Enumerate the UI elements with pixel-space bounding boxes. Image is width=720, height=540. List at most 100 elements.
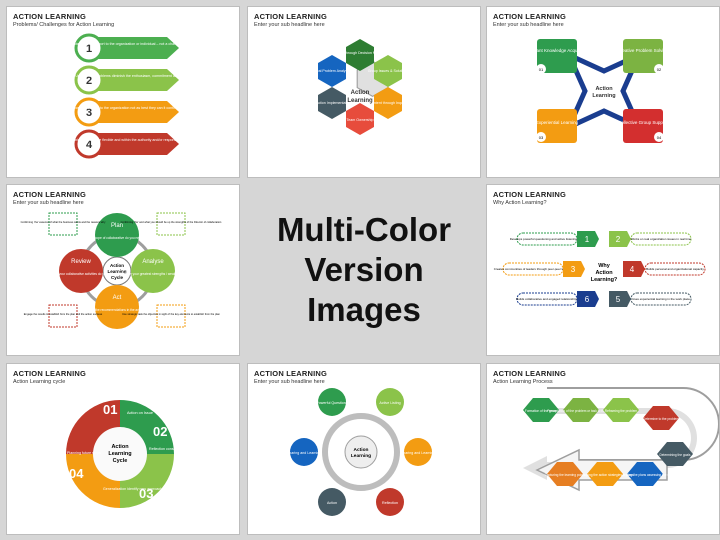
process-step-3: Reframing the problem [603, 398, 639, 422]
svg-text:Capturing the learning points: Capturing the learning points [545, 473, 586, 477]
slide-problems-challenges[interactable]: ACTION LEARNING Problems/ Challenges for… [6, 6, 240, 178]
slide-why-action-learning[interactable]: ACTION LEARNING Why Action Learning? Why… [486, 184, 720, 356]
satellite-1: Powerful Questions [316, 388, 348, 416]
title-line-2: Version Images [304, 251, 424, 328]
svg-text:2: 2 [616, 235, 621, 244]
svg-text:Sharing and Learning: Sharing and Learning [401, 451, 435, 455]
svg-text:Sharing and Learning: Sharing and Learning [287, 451, 321, 455]
slide-action-learning-process[interactable]: ACTION LEARNING Action Learning Process … [486, 363, 720, 535]
multi-color-title: Multi-Color Version Images [247, 184, 481, 356]
hexagon-item-4: Team Ownership [346, 103, 374, 135]
arrow-text: Reputation and support to the organizati… [67, 42, 200, 46]
slide-subtitle: Why Action Learning? [493, 200, 547, 206]
svg-text:Uses experiential learning in: Uses experiential learning in the work p… [632, 297, 690, 301]
process-step-8: Capturing the learning points [545, 462, 586, 486]
slide-subtitle: Enter your sub headline here [254, 22, 325, 28]
hexagon-item-5: Solution Implementation [313, 87, 352, 119]
process-path-graphic: Formation of the group Presentation of t… [523, 387, 719, 492]
arrow-shape [95, 69, 179, 91]
slide-subtitle: Enter your sub headline here [493, 22, 564, 28]
slide-learning-cycle-circles[interactable]: ACTION LEARNING Enter your sub headline … [6, 184, 240, 356]
slide-title: ACTION LEARNING [254, 369, 327, 378]
svg-text:Implement the recommendations: Implement the recommendations in the ana… [79, 308, 155, 312]
slide-circle-satellites[interactable]: ACTION LEARNING Enter your sub headline … [247, 363, 481, 535]
svg-text:Relevant Knowledge Acquisition: Relevant Knowledge Acquisition [525, 48, 590, 53]
arrow-shape [95, 133, 179, 155]
number-label: 4 [86, 139, 93, 151]
hexagon-item-6: Real Problem Analysis [314, 55, 350, 87]
svg-text:How successful your collaborat: How successful your collaborative activi… [36, 272, 126, 276]
svg-text:Action on Issue: Action on Issue [127, 411, 153, 415]
number-circle [74, 65, 104, 95]
svg-text:What is the scope of collabora: What is the scope of collaborative do yo… [77, 236, 158, 240]
process-step-1: Formation of the group [523, 398, 559, 422]
svg-text:03: 03 [139, 486, 153, 501]
svg-text:Content through Inquiry: Content through Inquiry [369, 101, 407, 105]
svg-text:Action: Action [354, 447, 369, 453]
slide-title: ACTION LEARNING [493, 369, 566, 378]
svg-text:03: 03 [539, 135, 544, 140]
note-top-left: Confirming ‘the’ essence of what the bus… [21, 212, 107, 236]
arrow-text: The team suppose to return it to the org… [52, 106, 216, 110]
svg-text:Use strategic task the objecti: Use strategic task the objective in sigh… [122, 312, 220, 316]
svg-text:Experiential Learning: Experiential Learning [536, 120, 579, 125]
svg-text:Creates communities of leaders: Creates communities of leaders through p… [494, 267, 573, 271]
slide-action-learning-cycle-ring[interactable]: ACTION LEARNING Action Learning cycle Ac… [6, 363, 240, 535]
ring-segment-1 [120, 400, 174, 454]
svg-text:Why: Why [598, 263, 611, 269]
slide-title: ACTION LEARNING [13, 12, 86, 21]
svg-text:Team Ownership: Team Ownership [347, 118, 374, 122]
arrow-row-4: 4 Problems should be flexible and within… [69, 129, 199, 159]
slide-subtitle: Enter your sub headline here [13, 200, 84, 206]
svg-text:04: 04 [69, 466, 84, 481]
center-label-1: Action [351, 90, 370, 96]
svg-text:Act: Act [113, 295, 122, 301]
svg-text:Reflection consideration of ef: Reflection consideration of effects [149, 447, 203, 451]
satellite-graphic: Action Learning Powerful Questions Activ… [287, 388, 435, 516]
svg-text:04: 04 [657, 135, 662, 140]
slide-title: ACTION LEARNING [493, 12, 566, 21]
svg-text:Developing the action strategi: Developing the action strategies & plans [577, 473, 634, 477]
process-step-4: Determine to the problem [643, 406, 679, 430]
svg-text:Active Listing: Active Listing [379, 401, 400, 405]
svg-text:Builds collaborative and engag: Builds collaborative and engaged relatio… [516, 297, 578, 301]
number-circle [74, 129, 104, 159]
slide-star-four-boxes[interactable]: ACTION LEARNING Enter your sub headline … [486, 6, 720, 178]
process-step-6: Implementing the plans assessing the res… [613, 462, 677, 486]
svg-text:Solution Implementation: Solution Implementation [313, 101, 352, 105]
note-top-right: Confirming ‘the’ and what you should be … [121, 212, 222, 236]
why-item-6: Builds collaborative and engaged relatio… [516, 291, 599, 307]
slide-subtitle: Action Learning Process [493, 379, 553, 385]
svg-text:Action: Action [595, 270, 613, 276]
svg-text:Group Issues & Solutions: Group Issues & Solutions [368, 69, 409, 73]
arrow-text: Problems should be flexible and within t… [69, 138, 198, 142]
ring-segment-2 [120, 454, 174, 508]
center-label-2: Learning [347, 98, 373, 104]
svg-text:Action: Action [327, 501, 337, 505]
satellite-2: Active Listing [376, 388, 404, 416]
ring-cycle-graphic: Action Learning Cycle 01 Action on Issue… [66, 400, 203, 508]
svg-text:Generalization identify new ap: Generalization identify new approaches [103, 487, 166, 491]
svg-text:Develops powerful questioning: Develops powerful questioning and active… [510, 237, 585, 241]
arrow-text: Unimportant problems diminish the enthus… [75, 74, 192, 78]
svg-text:6: 6 [585, 295, 590, 304]
arrow-list-graphic: 1 Reputation and support to the organiza… [52, 33, 216, 159]
slide-hexagon-cluster[interactable]: ACTION LEARNING Enter your sub headline … [247, 6, 481, 178]
satellite-3: Sharing and Learning [401, 438, 435, 466]
hexagon-item-3: Content through Inquiry [369, 87, 407, 119]
svg-text:Determine to the problem: Determine to the problem [643, 417, 679, 421]
satellite-5: Action [318, 488, 346, 516]
number-label: 2 [86, 75, 92, 87]
arrow-shape [95, 101, 179, 123]
svg-text:Confirming ‘the’ essence of wh: Confirming ‘the’ essence of what the bus… [21, 220, 107, 224]
svg-text:Analyse: Analyse [142, 259, 164, 265]
svg-text:Confirming ‘the’ and what you: Confirming ‘the’ and what you should be … [121, 220, 222, 224]
svg-text:Works on real organization iss: Works on real organization issues in rea… [631, 237, 692, 241]
slide-subtitle: Enter your sub headline here [254, 379, 325, 385]
box-item-3: Experiential Learning 03 [536, 109, 579, 143]
note-bottom-right: Use strategic task the objective in sigh… [122, 304, 220, 328]
